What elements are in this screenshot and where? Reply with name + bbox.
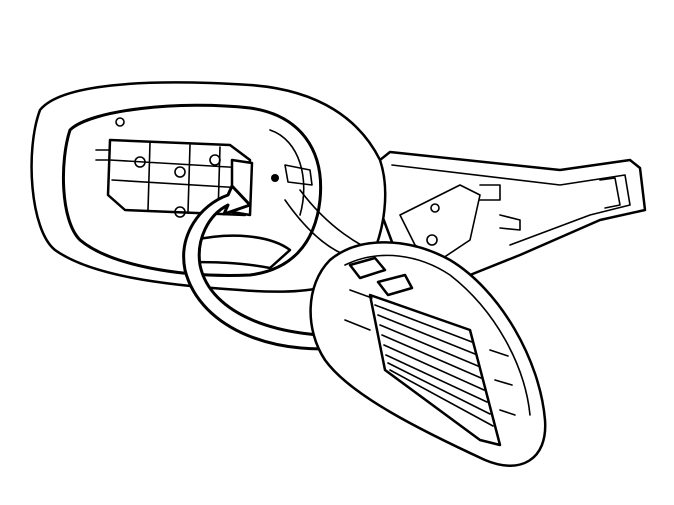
installation-arrow (182, 184, 362, 351)
mirror-actuator (95, 138, 292, 270)
mirror-heater-grid (344, 256, 516, 447)
